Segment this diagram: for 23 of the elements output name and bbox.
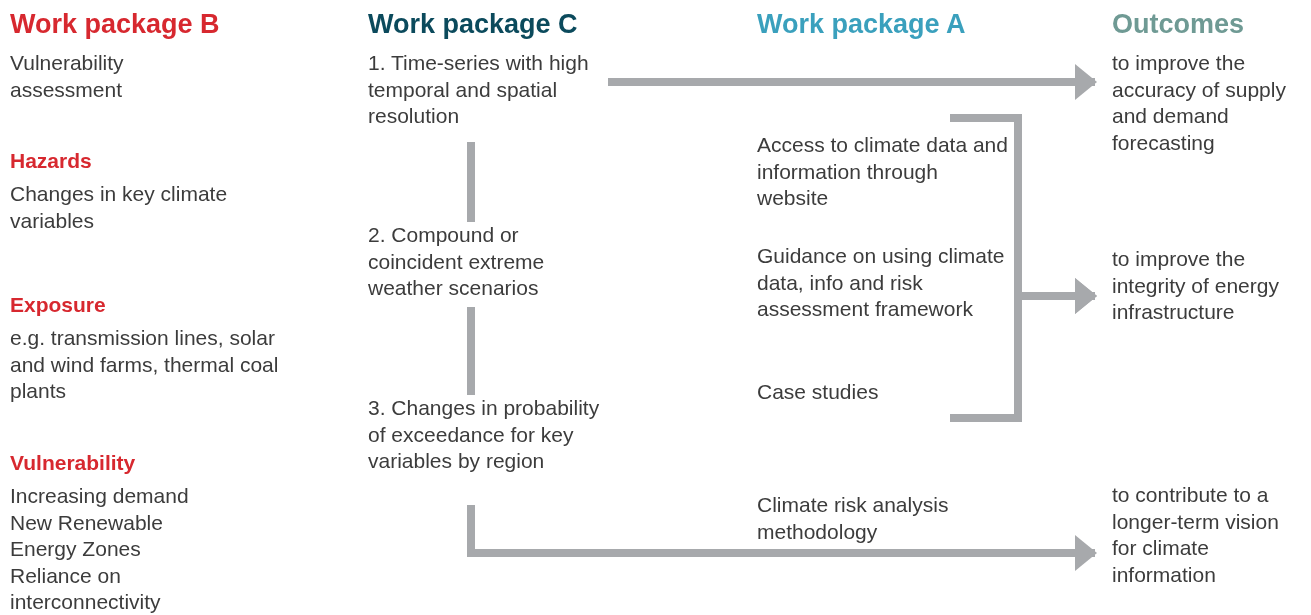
item-text: Increasing demand (10, 483, 190, 509)
node-text: Access to climate data and information through website (757, 132, 1009, 211)
node-text: to improve the accuracy of supply and demand forecasting (1112, 50, 1287, 156)
node-text: to improve the integrity of energy infrastructure (1112, 246, 1280, 325)
column-heading: Outcomes (1112, 8, 1246, 40)
column-heading: Work package A (757, 8, 967, 40)
item-text: New Renewable Energy Zones (10, 509, 164, 562)
column-heading: Work package C (368, 8, 579, 40)
node-text: 1. Time-series with high temporal and spatial resolution (368, 50, 590, 129)
section-heading: Vulnerability (10, 450, 137, 476)
node-text: to contribute to a longer-term vision for climate information (1112, 482, 1280, 588)
section-heading: Hazards (10, 148, 93, 174)
item-text: e.g. transmission lines, solar and wind farms, thermal coal plants (10, 325, 280, 404)
node-text: 3. Changes in probability of exceedance for key variables by region (368, 395, 601, 474)
item-text: Climate risk analysis methodology (757, 492, 950, 545)
node-text: Case studies (757, 379, 880, 405)
column-heading: Work package B (10, 8, 221, 40)
item-text: Reliance on interconnectivity (10, 562, 162, 615)
section-heading: Exposure (10, 292, 107, 318)
item-text: Vulnerability assessment (10, 50, 125, 103)
item-text: Changes in key climate variables (10, 181, 229, 234)
item-text: Guidance on using climate data, info and risk assessment framework (757, 243, 1006, 322)
node-text: 2. Compound or coincident extreme weather scenarios (368, 222, 546, 301)
